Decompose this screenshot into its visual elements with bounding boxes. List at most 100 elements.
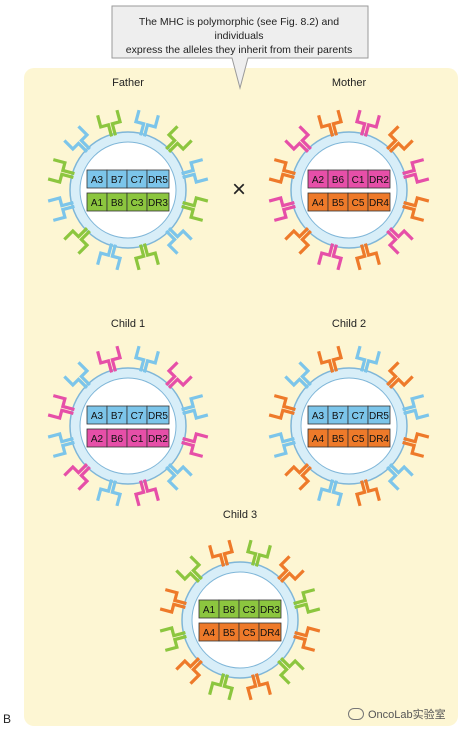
wechat-icon (348, 708, 364, 720)
receptor-arm (388, 139, 414, 153)
mhc-receptor (354, 243, 381, 271)
cell-label: Child 3 (223, 509, 257, 521)
receptor-arm (403, 431, 430, 444)
receptor-arm (96, 114, 114, 137)
receptor-arm (268, 408, 295, 421)
mhc-receptor (284, 463, 312, 491)
receptor-arm (298, 465, 312, 491)
mhc-receptor (386, 463, 414, 491)
mhc-receptor (47, 431, 75, 458)
mhc-receptor (63, 463, 91, 491)
mhc-receptor (181, 158, 209, 185)
receptor-arm (181, 204, 204, 222)
receptor-arm (77, 229, 91, 255)
receptor-arm (245, 539, 258, 566)
receptor-arm (133, 244, 146, 271)
receptor-arm (159, 602, 186, 615)
watermark: OncoLab实验室 (348, 706, 446, 722)
receptor-arm (331, 345, 344, 372)
allele-label: DR5 (148, 175, 168, 186)
receptor-arm (165, 361, 179, 387)
receptor-arm (52, 394, 75, 412)
allele-label: A4 (312, 198, 325, 209)
allele-box (367, 428, 391, 448)
receptor-arm (96, 350, 114, 373)
receptor-arm (165, 465, 179, 491)
receptor-arm (277, 659, 291, 685)
receptor-arm (331, 244, 344, 271)
allele-label: A2 (312, 175, 325, 186)
allele-label: A2 (91, 434, 104, 445)
watermark-text: OncoLab实验室 (368, 709, 446, 721)
mhc-receptor (175, 657, 203, 685)
receptor-arm (277, 555, 291, 581)
mhc-receptor (317, 109, 344, 137)
allele-label: C1 (352, 175, 365, 186)
allele-label: B6 (111, 434, 124, 445)
receptor-arm (167, 139, 193, 153)
receptor-arm (273, 394, 296, 412)
cell-nucleus-area (300, 377, 398, 475)
mhc-receptor (268, 158, 296, 185)
allele-label: C3 (243, 605, 256, 616)
receptor-arm (298, 361, 312, 387)
mhc-receptor (175, 555, 203, 583)
mhc-receptor (402, 158, 430, 185)
receptor-arm (402, 394, 425, 412)
receptor-arm (181, 394, 204, 412)
allele-box (146, 428, 170, 448)
receptor-arm (273, 440, 296, 458)
receptor-arm (354, 345, 367, 372)
receptor-arm (273, 204, 296, 222)
allele-label: B8 (111, 198, 124, 209)
mhc-receptor (181, 431, 209, 458)
mhc-receptor (181, 195, 209, 222)
mhc-receptor (268, 394, 296, 421)
receptor-arm (317, 243, 335, 266)
receptor-arm (331, 109, 344, 136)
receptor-arm (110, 109, 123, 136)
mhc-receptor (354, 109, 381, 137)
mhc-receptor (96, 243, 123, 271)
mhc-receptor (133, 345, 160, 373)
allele-box (146, 169, 170, 189)
receptor-arm (47, 408, 74, 421)
mhc-receptor (63, 227, 91, 255)
mhc-receptor (165, 125, 193, 153)
mhc-receptor (159, 588, 187, 615)
mhc-receptor (354, 479, 381, 507)
receptor-arm (142, 114, 160, 137)
mhc-receptor (133, 109, 160, 137)
receptor-arm (52, 158, 75, 176)
receptor-arm (175, 569, 201, 583)
receptor-arm (363, 114, 381, 137)
mhc-receptor (317, 479, 344, 507)
receptor-arm (402, 440, 425, 458)
allele-label: A1 (91, 198, 104, 209)
receptor-arm (167, 463, 193, 477)
receptor-arm (96, 479, 114, 502)
allele-box (258, 599, 282, 619)
mhc-receptor (386, 361, 414, 389)
cell-nucleus-area (79, 377, 177, 475)
allele-box (146, 405, 170, 425)
receptor-arm (142, 479, 160, 502)
mhc-receptor (165, 463, 193, 491)
allele-label: A4 (312, 434, 325, 445)
mhc-receptor (277, 657, 305, 685)
mhc-receptor (181, 394, 209, 421)
allele-label: C7 (131, 411, 144, 422)
receptor-arm (63, 463, 89, 477)
allele-label: B5 (223, 628, 236, 639)
mhc-receptor (165, 361, 193, 389)
allele-label: C3 (131, 198, 144, 209)
allele-label: B7 (332, 411, 345, 422)
allele-label: B6 (332, 175, 345, 186)
mhc-receptor (293, 588, 321, 615)
receptor-arm (110, 244, 123, 271)
receptor-arm (317, 350, 335, 373)
receptor-arm (254, 544, 272, 567)
